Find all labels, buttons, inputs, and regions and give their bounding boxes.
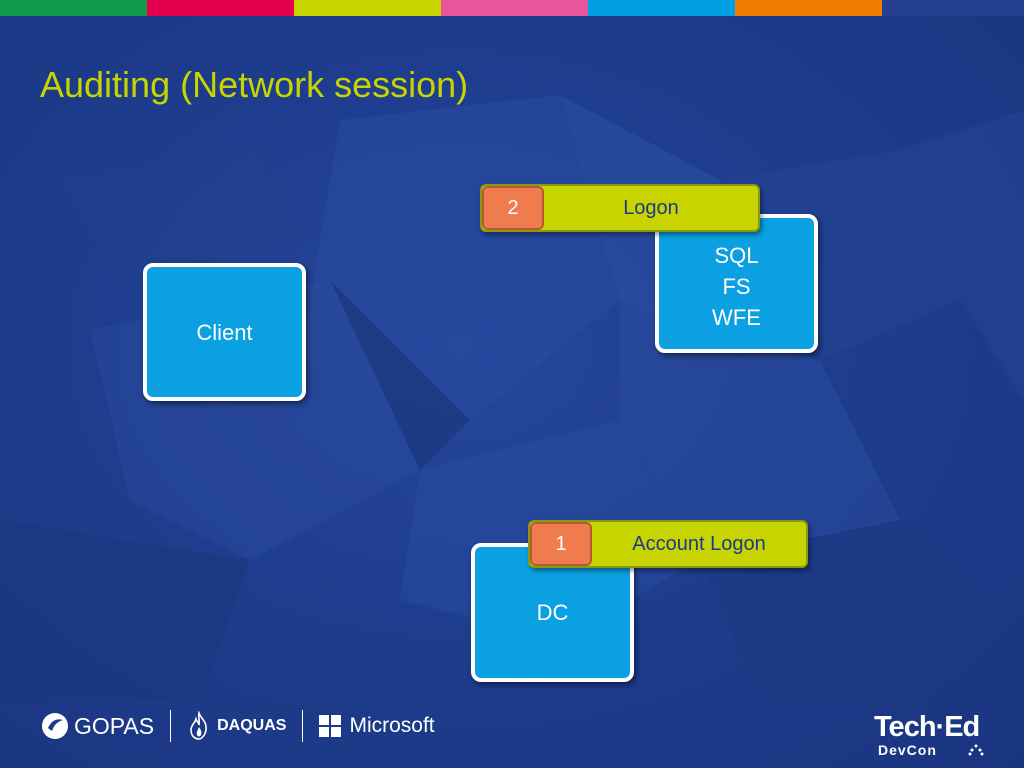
dc-label: DC [536, 600, 569, 625]
color-bar-segment-lime [294, 0, 441, 16]
microsoft-logo: Microsoft [319, 714, 435, 738]
color-bar-segment-blue [588, 0, 735, 16]
windows-grid-icon [319, 715, 342, 737]
daquas-logo: DAQUAS [187, 711, 286, 741]
gopas-logo: GOPAS [40, 711, 154, 741]
server-box: SQL FS WFE [655, 214, 818, 353]
color-bar-segment-navy [882, 0, 1024, 16]
devcon-logo-text: DevCon [878, 742, 937, 758]
teched-logo-text: Tech·Ed [874, 711, 980, 743]
flame-icon [190, 711, 207, 740]
server-line-wfe: WFE [712, 305, 761, 330]
server-line-fs: FS [722, 274, 751, 299]
account-logon-tag: 1 Account Logon [528, 520, 808, 568]
color-bar-segment-green [0, 0, 147, 16]
client-box: Client [143, 263, 306, 401]
color-bar-segment-orange [735, 0, 882, 16]
logo-divider [170, 710, 172, 742]
footer-logos: GOPAS DAQUAS Microsoft [40, 704, 435, 748]
logo-divider [302, 710, 304, 742]
client-label: Client [196, 319, 253, 345]
slide-title: Auditing (Network session) [40, 64, 469, 105]
account-logon-label: Account Logon [632, 532, 766, 555]
gopas-icon [42, 713, 68, 739]
daquas-logo-text: DAQUAS [217, 717, 287, 734]
account-logon-step-number: 1 [530, 522, 592, 566]
color-bar [0, 0, 1024, 16]
gopas-logo-text: GOPAS [74, 712, 155, 739]
server-line-sql: SQL [714, 243, 759, 268]
teched-devcon-logo: Tech·Ed DevCon [874, 712, 986, 758]
logon-step-number: 2 [482, 186, 544, 230]
logon-tag: 2 Logon [480, 184, 760, 232]
dots-icon [968, 744, 984, 756]
logon-label: Logon [623, 196, 679, 219]
color-bar-segment-red [147, 0, 294, 16]
color-bar-segment-pink [441, 0, 588, 16]
microsoft-logo-text: Microsoft [349, 714, 435, 737]
